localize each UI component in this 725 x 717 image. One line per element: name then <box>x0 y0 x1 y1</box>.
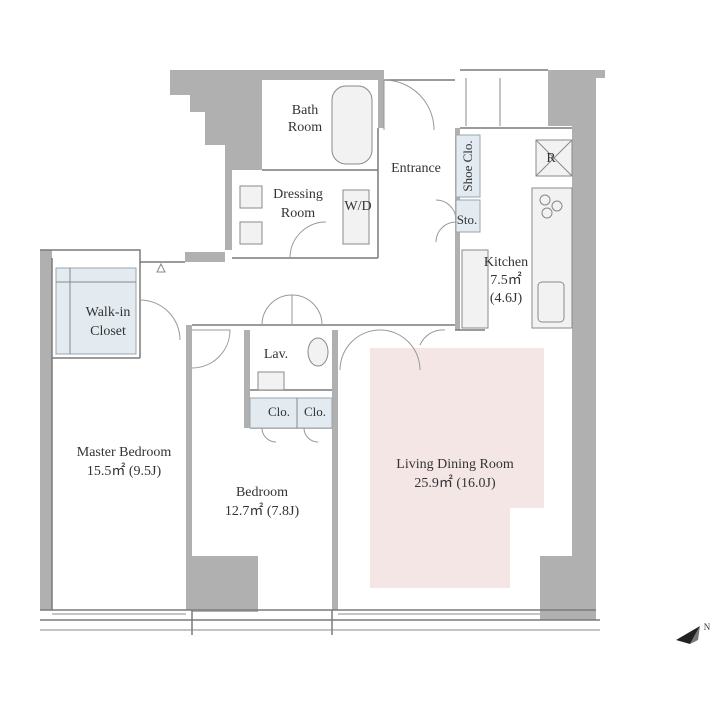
room-labels: Bath Room Dressing Room W/D Entrance Sho… <box>77 103 557 519</box>
bath-room-label-line1: Bath <box>292 103 318 118</box>
bath-room-label-line2: Room <box>288 120 322 135</box>
master-bedroom-area: 15.5㎡ (9.5J) <box>87 463 162 479</box>
living-dining-highlight <box>370 348 544 588</box>
dressing-room-label-line1: Dressing <box>273 187 323 202</box>
windows <box>52 78 540 615</box>
entrance-label: Entrance <box>391 161 441 176</box>
bedroom-label: Bedroom <box>236 485 288 500</box>
compass-north-label: N <box>704 622 711 632</box>
compass-icon: N <box>676 622 711 644</box>
master-bedroom-label: Master Bedroom <box>77 445 172 460</box>
storage-label: Sto. <box>457 212 478 227</box>
living-dining-area: 25.9㎡ (16.0J) <box>414 475 496 491</box>
wall-lines <box>40 69 600 635</box>
closet-label-2: Clo. <box>304 404 326 419</box>
closets <box>55 134 481 429</box>
bedroom-area: 12.7㎡ (7.8J) <box>225 503 300 519</box>
living-dining-label: Living Dining Room <box>396 457 514 472</box>
lavatory-label: Lav. <box>264 347 288 362</box>
washer-dryer-label: W/D <box>344 199 371 214</box>
kitchen-label: Kitchen <box>484 255 528 270</box>
closet-label-1: Clo. <box>268 404 290 419</box>
fixtures <box>156 85 573 391</box>
kitchen-jo: (4.6J) <box>490 291 523 306</box>
walk-in-closet-label-line1: Walk-in <box>86 305 131 320</box>
dressing-room-label-line2: Room <box>281 206 315 221</box>
refrigerator-label: R <box>546 151 556 166</box>
door-swings <box>139 79 457 443</box>
walk-in-closet-label-line2: Closet <box>90 324 126 339</box>
kitchen-area: 7.5㎡ <box>490 272 522 288</box>
shoe-closet-label: Shoe Clo. <box>460 140 475 191</box>
